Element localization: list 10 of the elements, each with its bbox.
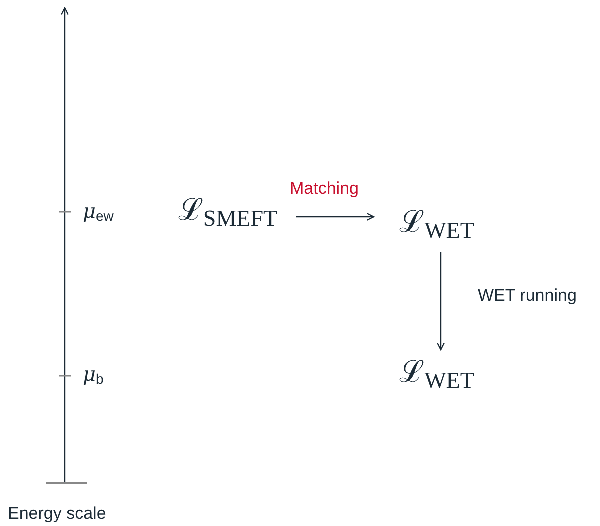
axis-title: Energy scale: [8, 505, 106, 522]
edge-label: Matching: [290, 180, 359, 197]
lagrangian-symbol: ℒ$_{WET}$: [400, 208, 474, 242]
arrow: [437, 252, 445, 351]
arrow: [296, 213, 375, 221]
scale-label: μ$_{b}$: [83, 364, 104, 386]
lagrangian-symbol: ℒ$_{SMEFT}$: [178, 196, 278, 230]
lagrangian-symbol: ℒ$_{WET}$: [400, 358, 474, 392]
scale-label: μ$_{ew}$: [83, 201, 114, 223]
edge-label: WET running: [478, 287, 577, 304]
